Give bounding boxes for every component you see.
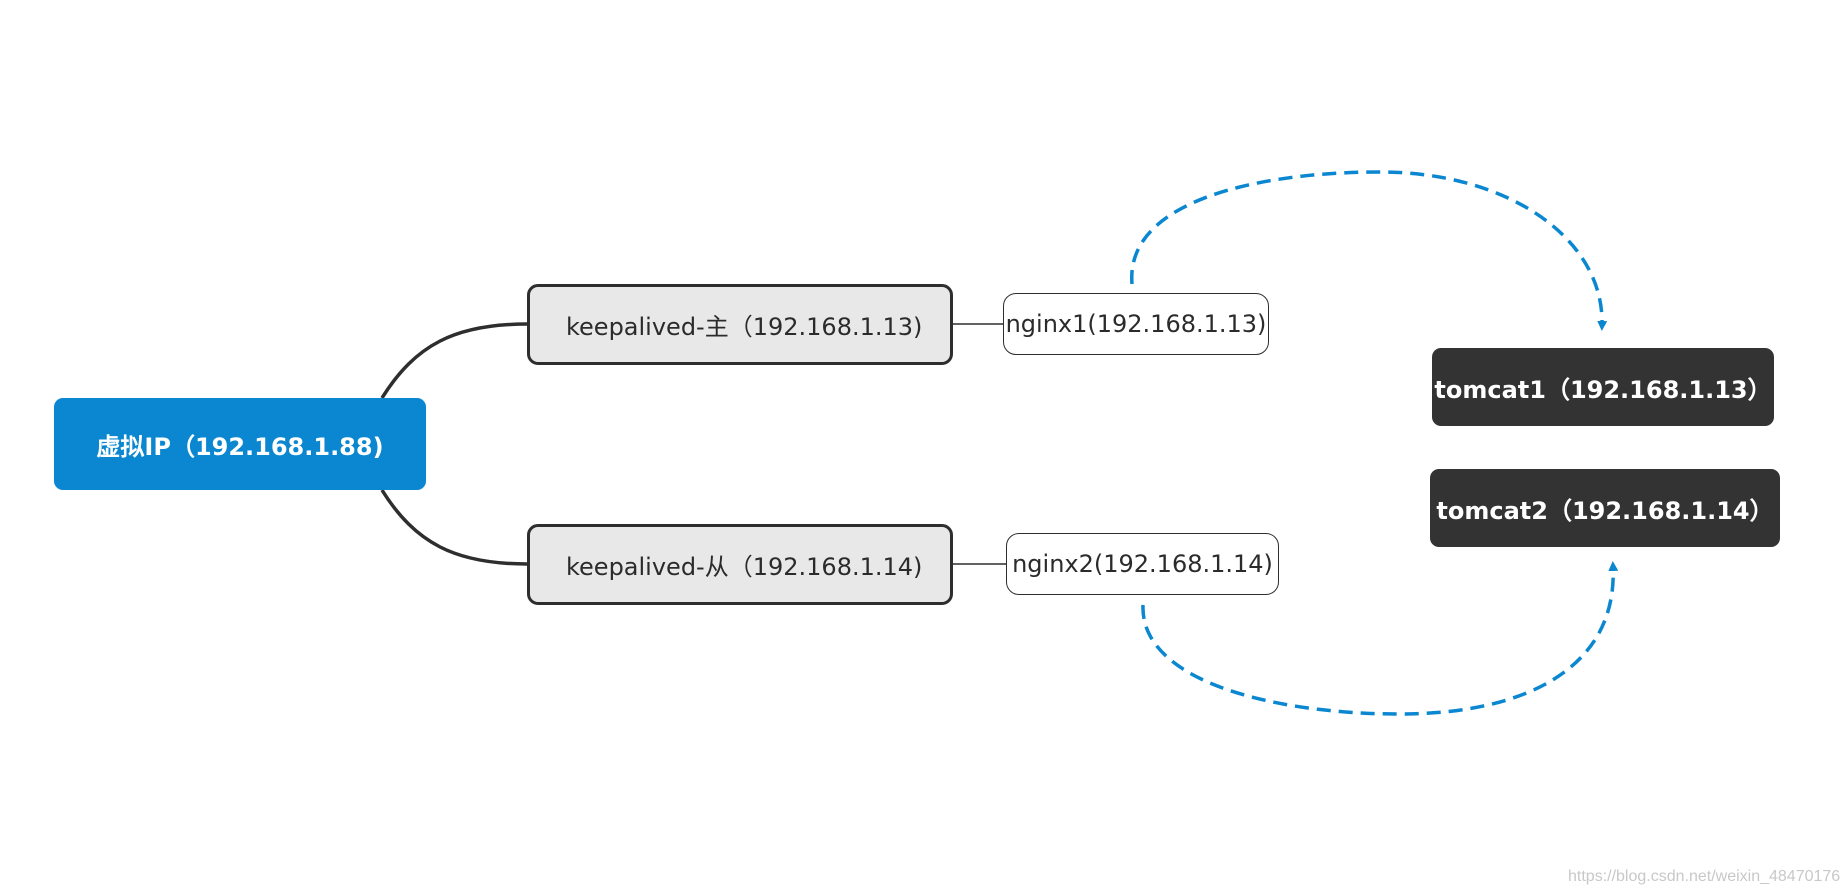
keepalived-master-label: keepalived-主（192.168.1.13): [566, 313, 923, 341]
nginx2-node: nginx2(192.168.1.14): [1006, 533, 1279, 595]
keepalived-slave-label: keepalived-从（192.168.1.14): [566, 553, 923, 581]
virtual-ip-label: 虚拟IP（192.168.1.88): [96, 432, 384, 461]
dashed-arrow-nginx2-tomcat2: [1141, 561, 1619, 716]
virtual-ip-node: 虚拟IP（192.168.1.88): [54, 398, 426, 490]
keepalived-slave-node: keepalived-从（192.168.1.14): [527, 524, 953, 605]
dashed-arrow-nginx1-tomcat1: [1130, 170, 1608, 331]
nginx1-label: nginx1(192.168.1.13): [1005, 310, 1267, 338]
tomcat2-node: tomcat2（192.168.1.14）: [1430, 469, 1780, 547]
watermark-text: https://blog.csdn.net/weixin_48470176: [1568, 868, 1841, 885]
connector-vip-slave: [380, 489, 528, 566]
nginx1-node: nginx1(192.168.1.13): [1003, 293, 1269, 355]
tomcat2-label: tomcat2（192.168.1.14）: [1436, 496, 1774, 525]
keepalived-master-node: keepalived-主（192.168.1.13): [527, 284, 953, 365]
tomcat1-label: tomcat1（192.168.1.13）: [1434, 375, 1772, 404]
connector-vip-master: [380, 322, 528, 399]
nginx2-label: nginx2(192.168.1.14): [1012, 550, 1273, 578]
tomcat1-node: tomcat1（192.168.1.13）: [1432, 348, 1774, 426]
